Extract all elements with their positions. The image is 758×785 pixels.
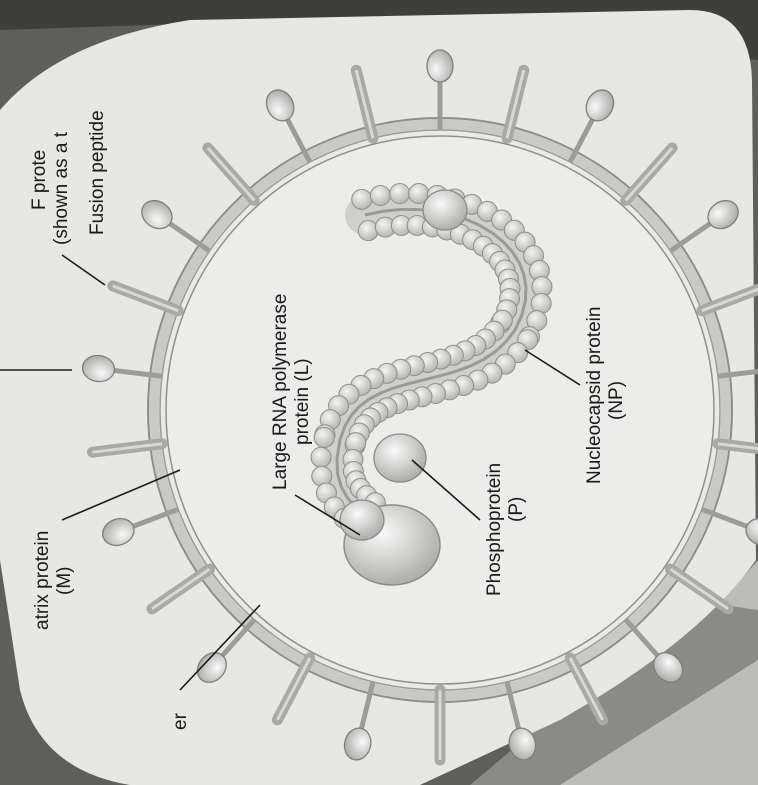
- nucleocapsid-bead: [370, 185, 390, 205]
- nucleocapsid-bead: [314, 427, 334, 447]
- label-matrix-line2: (M): [54, 567, 75, 595]
- label-large-rna-line2: protein (L): [292, 358, 313, 445]
- label-nucleo-line2: (NP): [606, 381, 627, 420]
- label-f-protein-line1: F prote: [29, 150, 50, 210]
- nucleocapsid-bead: [311, 447, 331, 467]
- label-fusion-peptide: Fusion peptide: [87, 110, 108, 235]
- large-rna-polymerase-shape-lobe: [340, 500, 384, 540]
- nucleocapsid-bead: [352, 189, 372, 209]
- label-matrix-line1: atrix protein: [32, 531, 53, 630]
- phosphoprotein-shape: [374, 434, 426, 482]
- label-lipid: er: [170, 712, 191, 730]
- label-phospho-line2: (P): [506, 497, 527, 522]
- phosphoprotein-shape-small: [423, 190, 467, 230]
- nucleocapsid-bead: [358, 221, 378, 241]
- nucleocapsid-bead: [531, 293, 551, 313]
- label-large-rna-line1: Large RNA polymerase: [270, 294, 291, 490]
- label-nucleo-line1: Nucleocapsid protein: [584, 307, 605, 484]
- nucleocapsid-bead: [390, 184, 410, 204]
- label-phospho-line1: Phosphoprotein: [484, 463, 505, 596]
- label-f-protein-line2: (shown as a t: [51, 131, 72, 245]
